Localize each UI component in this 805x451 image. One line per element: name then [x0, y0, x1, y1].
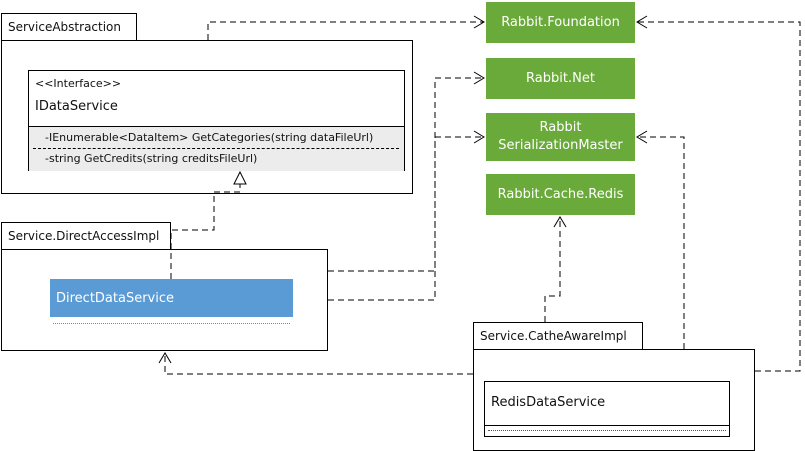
dependency-abstraction-to-foundation [207, 21, 484, 40]
dependency-cache-to-redis [544, 217, 561, 322]
class-footer-divider [53, 323, 290, 324]
interface-methods-section: -IEnumerable<DataItem> GetCategories(str… [29, 126, 404, 171]
dependency-cache-to-serialization [637, 136, 685, 349]
class-redis-footer-divider [488, 430, 726, 431]
library-rabbit-foundation[interactable]: Rabbit.Foundation [486, 2, 635, 43]
arrowhead-foundation-left [473, 15, 485, 29]
class-name-direct-data-service: DirectDataService [56, 291, 175, 306]
library-rabbit-cache-redis[interactable]: Rabbit.Cache.Redis [486, 174, 635, 215]
library-rabbit-net[interactable]: Rabbit.Net [486, 58, 635, 99]
method-get-categories: -IEnumerable<DataItem> GetCategories(str… [45, 131, 374, 144]
arrowhead-foundation-right [636, 15, 648, 29]
library-label-net: Rabbit.Net [526, 70, 595, 86]
method-get-credits: -string GetCredits(string creditsFileUrl… [45, 152, 258, 165]
package-label-service-abstraction: ServiceAbstraction [8, 20, 122, 34]
package-label-direct-access: Service.DirectAccessImpl [8, 229, 160, 243]
dependency-cache-to-direct [164, 353, 473, 375]
dependency-cache-to-foundation [637, 21, 801, 372]
library-label-serialization-line1: Rabbit [539, 120, 582, 135]
arrowhead-direct-package [158, 352, 172, 364]
interface-name: IDataService [35, 99, 118, 114]
class-direct-data-service[interactable]: DirectDataService [50, 279, 293, 327]
methods-divider [33, 148, 399, 149]
arrowhead-cache-redis [553, 216, 567, 228]
interface-idataservice[interactable]: <<Interface>> IDataService -IEnumerable<… [28, 70, 405, 171]
library-label-serialization-line2: SerializationMaster [498, 138, 623, 153]
arrowhead-net [473, 71, 485, 85]
class-redis-data-service[interactable]: RedisDataService [484, 381, 730, 437]
library-rabbit-serialization-master[interactable]: Rabbit SerializationMaster [486, 113, 635, 161]
class-redis-separator [485, 425, 729, 426]
class-footer [50, 317, 293, 327]
arrowhead-serialization-left [473, 130, 485, 144]
interface-stereotype: <<Interface>> [35, 77, 122, 90]
package-tab-direct-access[interactable]: Service.DirectAccessImpl [1, 222, 171, 250]
library-label-foundation: Rabbit.Foundation [501, 14, 620, 30]
package-label-cache-aware: Service.CatheAwareImpl [480, 329, 627, 343]
class-name-redis-data-service: RedisDataService [491, 395, 606, 410]
package-tab-cache-aware[interactable]: Service.CatheAwareImpl [473, 322, 643, 350]
package-tab-service-abstraction[interactable]: ServiceAbstraction [1, 13, 137, 41]
arrowhead-serialization-right [636, 130, 648, 144]
library-label-cache-redis: Rabbit.Cache.Redis [497, 186, 624, 202]
